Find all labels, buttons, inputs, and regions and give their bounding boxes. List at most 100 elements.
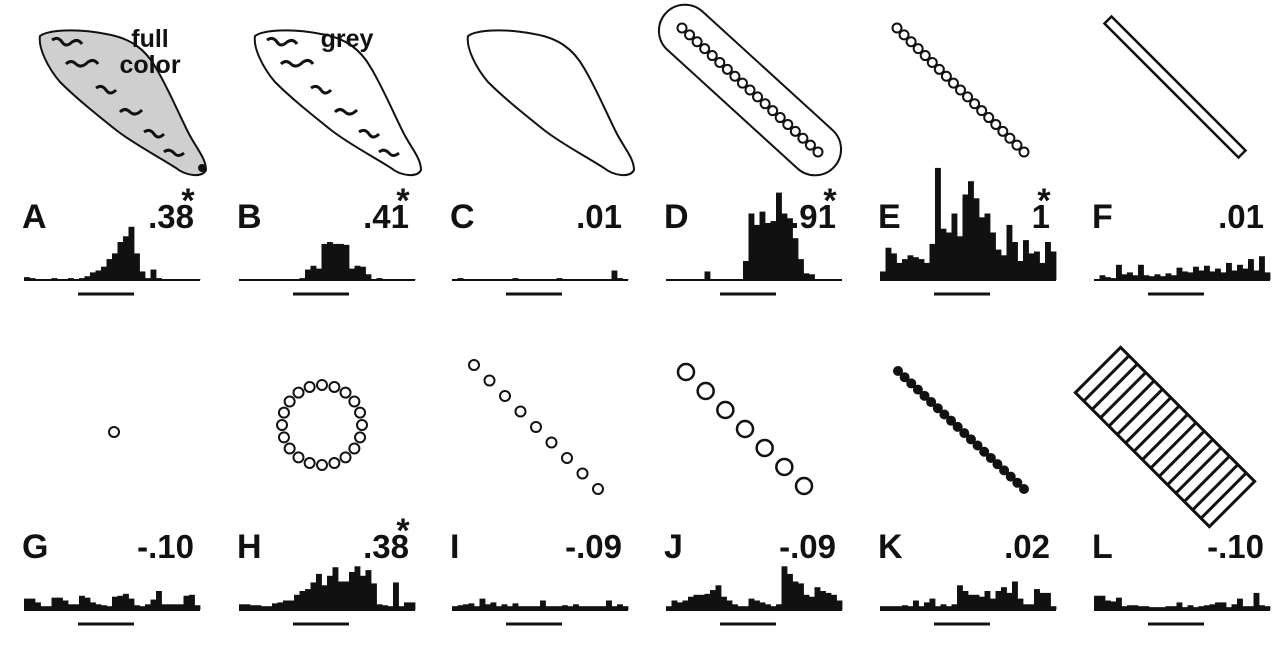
histogram-bar: [518, 606, 524, 610]
stimulus-circle: [755, 438, 774, 458]
histogram-bar: [606, 279, 612, 280]
histogram-bar: [551, 279, 557, 280]
histogram-bar: [1017, 598, 1024, 610]
histogram-bar: [1149, 607, 1155, 610]
histogram-bar: [918, 259, 925, 280]
histogram-bar: [1231, 270, 1238, 280]
histogram-bar: [704, 593, 711, 610]
histogram-bar: [84, 276, 91, 280]
significance-asterisk: *: [396, 182, 410, 220]
histogram-bar: [117, 595, 124, 610]
stimulus-dot: [965, 434, 976, 445]
histogram-bar: [1001, 255, 1007, 280]
histogram-bar: [1182, 607, 1188, 610]
histogram-bar: [595, 606, 601, 610]
histogram-bar: [787, 218, 793, 280]
histogram-bar: [68, 278, 74, 280]
histogram-bar: [485, 604, 491, 610]
stripe: [1132, 404, 1181, 453]
stimulus-circle: [339, 451, 352, 464]
histogram-bar: [68, 604, 74, 610]
thin-bar-shape: [1102, 14, 1248, 160]
histogram-bar: [902, 605, 908, 610]
histogram-bar: [321, 585, 328, 610]
histogram-bar: [814, 587, 821, 610]
stimulus-circle: [576, 467, 589, 480]
stripe: [1082, 354, 1131, 403]
histogram-bar: [1034, 251, 1040, 280]
island-outline: [253, 29, 423, 176]
histogram-bar: [244, 279, 251, 280]
histogram-bar: [376, 278, 383, 280]
stimulus-circle: [676, 22, 688, 34]
histogram-bar: [343, 244, 350, 280]
histogram-bar: [770, 221, 777, 280]
histogram-bar: [962, 591, 969, 610]
stimulus-dot: [912, 384, 923, 395]
histogram-bar: [765, 223, 771, 280]
stimulus-circle: [277, 431, 290, 444]
histogram-bar: [1215, 602, 1221, 610]
histogram-bar: [940, 604, 947, 610]
stimulus-circle: [339, 386, 352, 399]
histogram-bar: [1215, 268, 1221, 280]
histogram-bar: [1198, 270, 1205, 280]
histogram-bar: [935, 167, 941, 280]
stimulus-circle: [354, 406, 367, 419]
stimulus-circle: [348, 442, 361, 455]
histogram-bar: [984, 591, 991, 610]
histogram-bar: [880, 606, 886, 610]
histogram-bar: [1001, 587, 1007, 610]
histogram-bar: [891, 606, 897, 610]
histogram-bar: [167, 279, 173, 280]
histogram-bar: [754, 224, 760, 280]
histogram-bar: [382, 279, 388, 280]
histogram-bar: [57, 597, 63, 610]
histogram-bar: [376, 604, 383, 610]
histogram-bar: [95, 270, 102, 280]
island-shape: [466, 29, 636, 176]
stimulus-dot: [985, 452, 996, 463]
histogram-bar: [907, 606, 914, 610]
stimulus-circle: [898, 29, 910, 41]
histogram-bar: [940, 228, 947, 280]
histogram-bar: [299, 278, 306, 280]
histogram-bar: [929, 243, 936, 280]
correlation-value: 1: [1032, 198, 1050, 235]
stimulus-circle: [1011, 139, 1023, 151]
stripe: [1199, 471, 1248, 520]
histogram-bar: [556, 278, 563, 280]
histogram-bar: [35, 602, 41, 610]
histogram-bar: [776, 604, 782, 610]
island-detail-mark: [143, 128, 166, 139]
histogram-bar: [1105, 277, 1111, 280]
histogram-bar: [183, 279, 190, 280]
histogram-bar: [387, 279, 394, 280]
panel-l: L-.10: [1073, 345, 1271, 626]
panel-k: K.02: [878, 366, 1057, 626]
histogram-bar: [1160, 276, 1166, 280]
histogram-bar: [1039, 262, 1046, 280]
histogram-bar: [393, 582, 399, 610]
histogram-bar: [611, 606, 618, 610]
stimulus-dot: [919, 390, 930, 401]
stimulus-circle: [276, 419, 288, 431]
histogram-bar: [463, 604, 469, 610]
histogram-bar: [101, 605, 107, 610]
histogram-bar: [501, 604, 508, 610]
stimulus-circle: [303, 380, 316, 393]
histogram-bar: [704, 271, 711, 280]
histogram-bar: [123, 236, 129, 280]
histogram-bar: [1154, 607, 1161, 610]
stimulus-dot: [932, 403, 943, 414]
stimulus-circle: [721, 63, 733, 75]
histogram-bar: [562, 605, 568, 610]
stimulus-circle: [277, 406, 290, 419]
panel-letter: D: [664, 198, 689, 236]
histogram-bar: [578, 279, 585, 280]
stimulus-circle: [328, 380, 341, 393]
histogram-bar: [338, 581, 344, 610]
histogram-bar: [529, 279, 535, 280]
